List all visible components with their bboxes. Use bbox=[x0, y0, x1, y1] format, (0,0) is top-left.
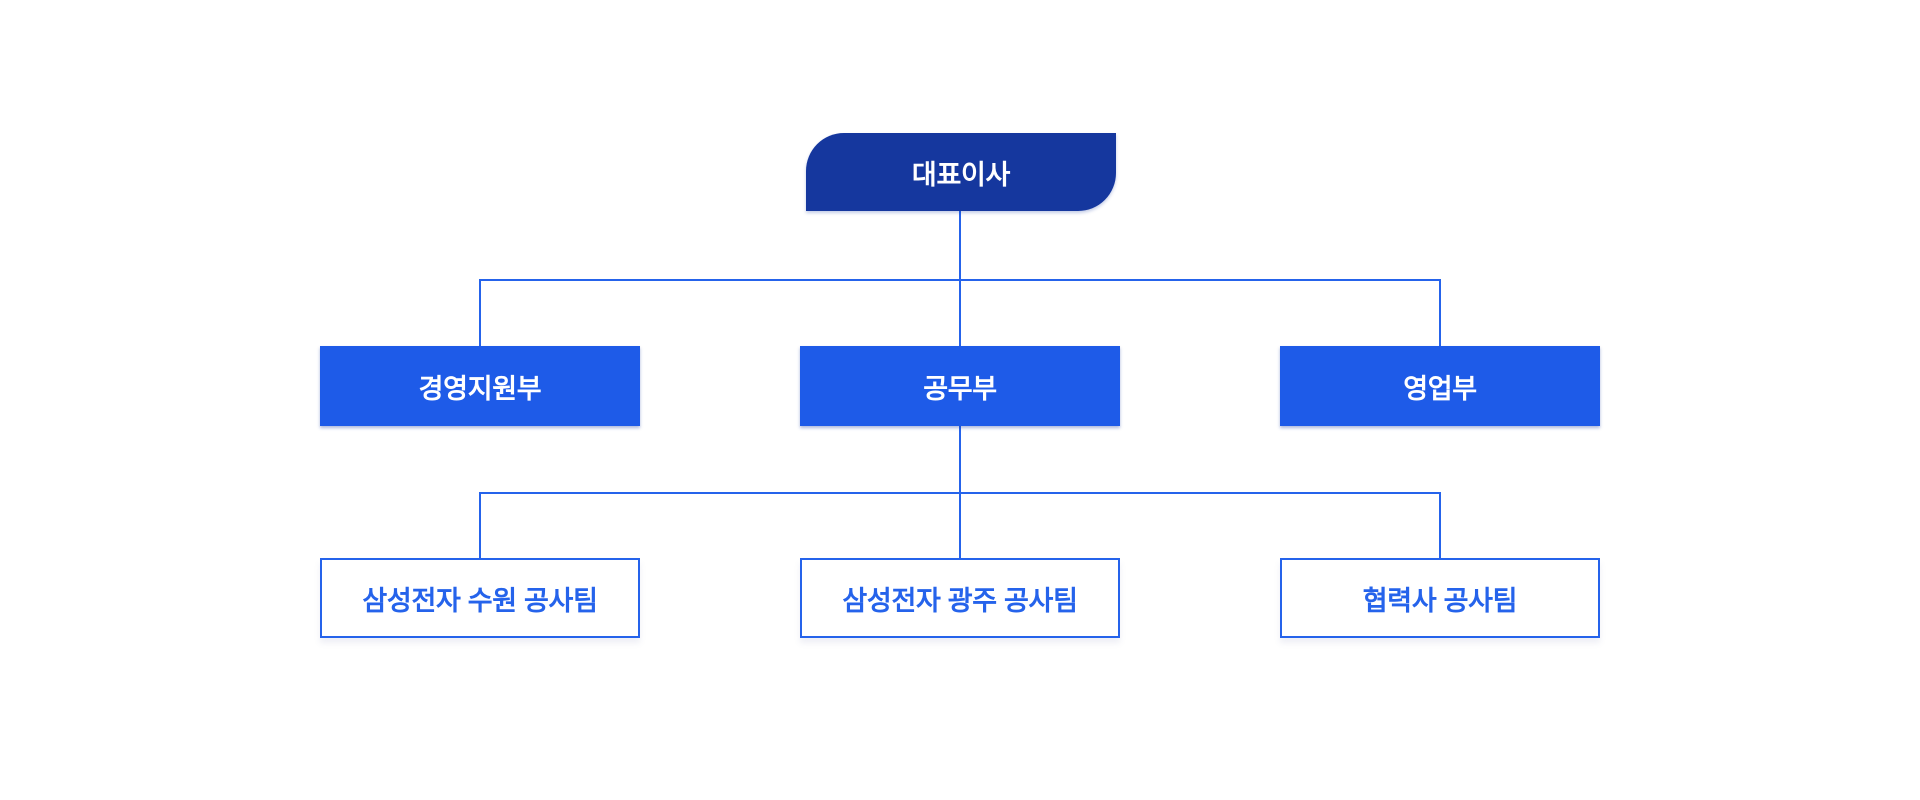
connector-drop-team-2 bbox=[1439, 492, 1441, 558]
connector-drop-team-1 bbox=[959, 492, 961, 558]
node-team-partner: 협력사 공사팀 bbox=[1280, 558, 1600, 638]
connector-root-stem bbox=[959, 211, 961, 279]
node-team-samsung-gwangju: 삼성전자 광주 공사팀 bbox=[800, 558, 1120, 638]
node-team-samsung-suwon: 삼성전자 수원 공사팀 bbox=[320, 558, 640, 638]
node-dept-label: 공무부 bbox=[923, 373, 997, 404]
node-dept-engineering: 공무부 bbox=[800, 346, 1120, 426]
node-ceo: 대표이사 bbox=[806, 133, 1116, 211]
node-team-label: 삼성전자 광주 공사팀 bbox=[842, 585, 1078, 616]
node-dept-sales: 영업부 bbox=[1280, 346, 1600, 426]
node-dept-management-support: 경영지원부 bbox=[320, 346, 640, 426]
connector-engineering-stem bbox=[959, 426, 961, 492]
connector-drop-dept-0 bbox=[479, 279, 481, 346]
connector-drop-team-0 bbox=[479, 492, 481, 558]
node-team-label: 삼성전자 수원 공사팀 bbox=[362, 585, 598, 616]
node-dept-label: 경영지원부 bbox=[418, 373, 542, 404]
node-dept-label: 영업부 bbox=[1403, 373, 1477, 404]
node-ceo-label: 대표이사 bbox=[911, 159, 1011, 190]
connector-drop-dept-2 bbox=[1439, 279, 1441, 346]
connector-drop-dept-1 bbox=[959, 279, 961, 346]
node-team-label: 협력사 공사팀 bbox=[1362, 585, 1518, 616]
